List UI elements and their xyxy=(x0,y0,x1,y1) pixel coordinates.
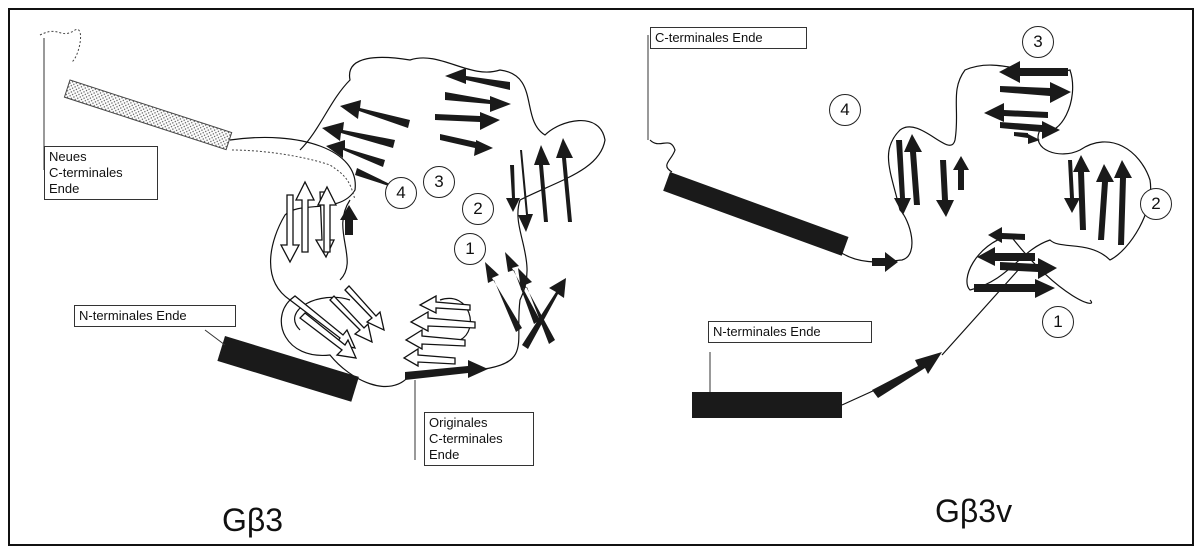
gb3-new-cterm-line-3: Ende xyxy=(49,181,153,197)
gb3v-cterm-helix xyxy=(663,172,848,256)
gb3v-blade-number-4: 4 xyxy=(829,94,861,126)
gb3-orig-cterm-label: Originales C-terminales Ende xyxy=(424,412,534,466)
gb3v-cterm-text: C-terminales Ende xyxy=(655,30,802,46)
gb3v-nterm-text: N-terminales Ende xyxy=(713,324,867,340)
gb3v-short-strand xyxy=(872,252,898,272)
gb3-nterm-leader xyxy=(205,330,225,345)
gb3-open-blade-bottom xyxy=(290,286,384,358)
gb3-orig-cterm-line-2: C-terminales xyxy=(429,431,529,447)
gb3-blade-2 xyxy=(506,138,573,232)
gb3v-title: Gβ3v xyxy=(935,493,1012,530)
gb3-orig-cterm-line-1: Originales xyxy=(429,415,529,431)
gb3v-blade-number-2: 2 xyxy=(1140,188,1172,220)
gb3-nterm-text: N-terminales Ende xyxy=(79,308,231,324)
gb3v-nterm-label: N-terminales Ende xyxy=(708,321,872,343)
gb3-new-cterm-dotted xyxy=(232,150,355,200)
gb3v-blade-number-3: 3 xyxy=(1022,26,1054,58)
gb3-new-cterm-trace xyxy=(40,29,81,62)
gb3-open-blade-lower-mid xyxy=(404,296,475,366)
gb3-blade-number-1: 1 xyxy=(454,233,486,265)
gb3-new-cterm-label: Neues C-terminales Ende xyxy=(44,146,158,200)
gb3-new-cterm-helix xyxy=(64,80,231,150)
gb3-blade-1 xyxy=(485,252,566,349)
gb3v-blade-4 xyxy=(894,134,969,217)
gb3-title: Gβ3 xyxy=(222,502,283,539)
gb3v-nterm-helix xyxy=(692,392,842,418)
gb3-blade-3 xyxy=(435,68,511,156)
gb3-blade-number-3: 3 xyxy=(423,166,455,198)
gb3v-blade-2 xyxy=(1064,155,1132,245)
gb3-structure xyxy=(40,29,605,460)
gb3v-blade-1 xyxy=(974,227,1057,298)
gb3-new-cterm-line-1: Neues xyxy=(49,149,153,165)
gb3v-cterm-label: C-terminales Ende xyxy=(650,27,807,49)
gb3-blade-number-4: 4 xyxy=(385,177,417,209)
gb3v-nterm-strand xyxy=(872,352,942,398)
gb3-orig-cterm-line-3: Ende xyxy=(429,447,529,463)
gb3v-blade-3 xyxy=(984,61,1071,144)
gb3v-to-blade1 xyxy=(942,268,1020,355)
gb3v-cterm-trace xyxy=(650,140,675,172)
gb3-blade-number-2: 2 xyxy=(462,193,494,225)
gb3-nterm-label: N-terminales Ende xyxy=(74,305,236,327)
gb3-open-blade-left xyxy=(281,182,336,262)
gb3v-blade-number-1: 1 xyxy=(1042,306,1074,338)
gb3-new-cterm-line-2: C-terminales xyxy=(49,165,153,181)
gb3v-structure xyxy=(648,35,1151,418)
gb3v-linker xyxy=(842,390,875,405)
